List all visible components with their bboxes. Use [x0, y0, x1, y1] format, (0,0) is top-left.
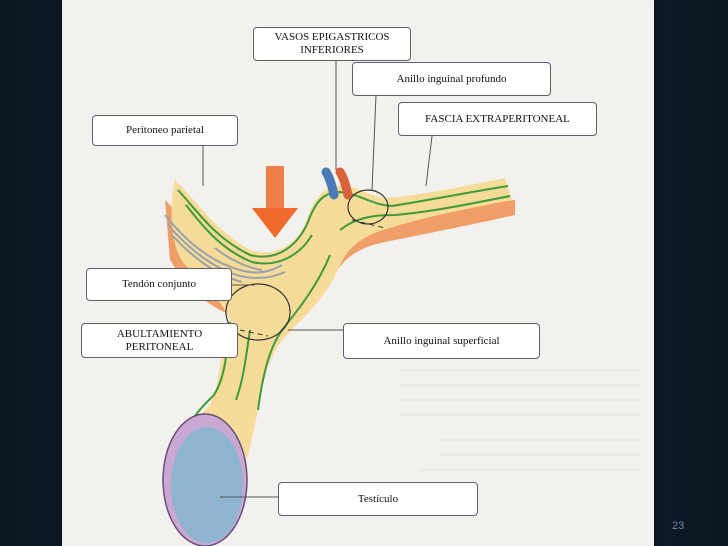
ring-dash	[239, 329, 269, 337]
ring-dash-2	[351, 219, 386, 229]
label-abultamiento-peritoneal: ABULTAMIENTO PERITONEAL	[81, 323, 238, 358]
slide-page-number: 23	[672, 520, 685, 532]
epigastric-vessels	[321, 167, 353, 200]
page-ruling	[400, 369, 640, 471]
leader-lines	[202, 58, 433, 498]
label-testiculo: Testículo	[278, 482, 478, 516]
testis	[171, 427, 243, 543]
superficial-ring-circle	[225, 283, 291, 341]
gray-peritoneum	[164, 214, 286, 283]
label-vasos-epigastricos: VASOS EPIGASTRICOS INFERIORES	[253, 27, 411, 61]
label-peritoneo-parietal: Peritoneo parietal	[92, 115, 238, 146]
down-arrow-icon	[252, 166, 298, 238]
label-anillo-inguinal-superficial: Anillo inguinal superficial	[343, 323, 540, 359]
label-anillo-inguinal-profundo: Anillo inguinal profundo	[352, 62, 551, 96]
fascia-yellow-body	[170, 178, 512, 476]
label-tendon-conjunto: Tendón conjunto	[86, 268, 232, 301]
label-fascia-extraperitoneal: FASCIA EXTRAPERITONEAL	[398, 102, 597, 136]
deep-ring-circle	[347, 189, 389, 225]
